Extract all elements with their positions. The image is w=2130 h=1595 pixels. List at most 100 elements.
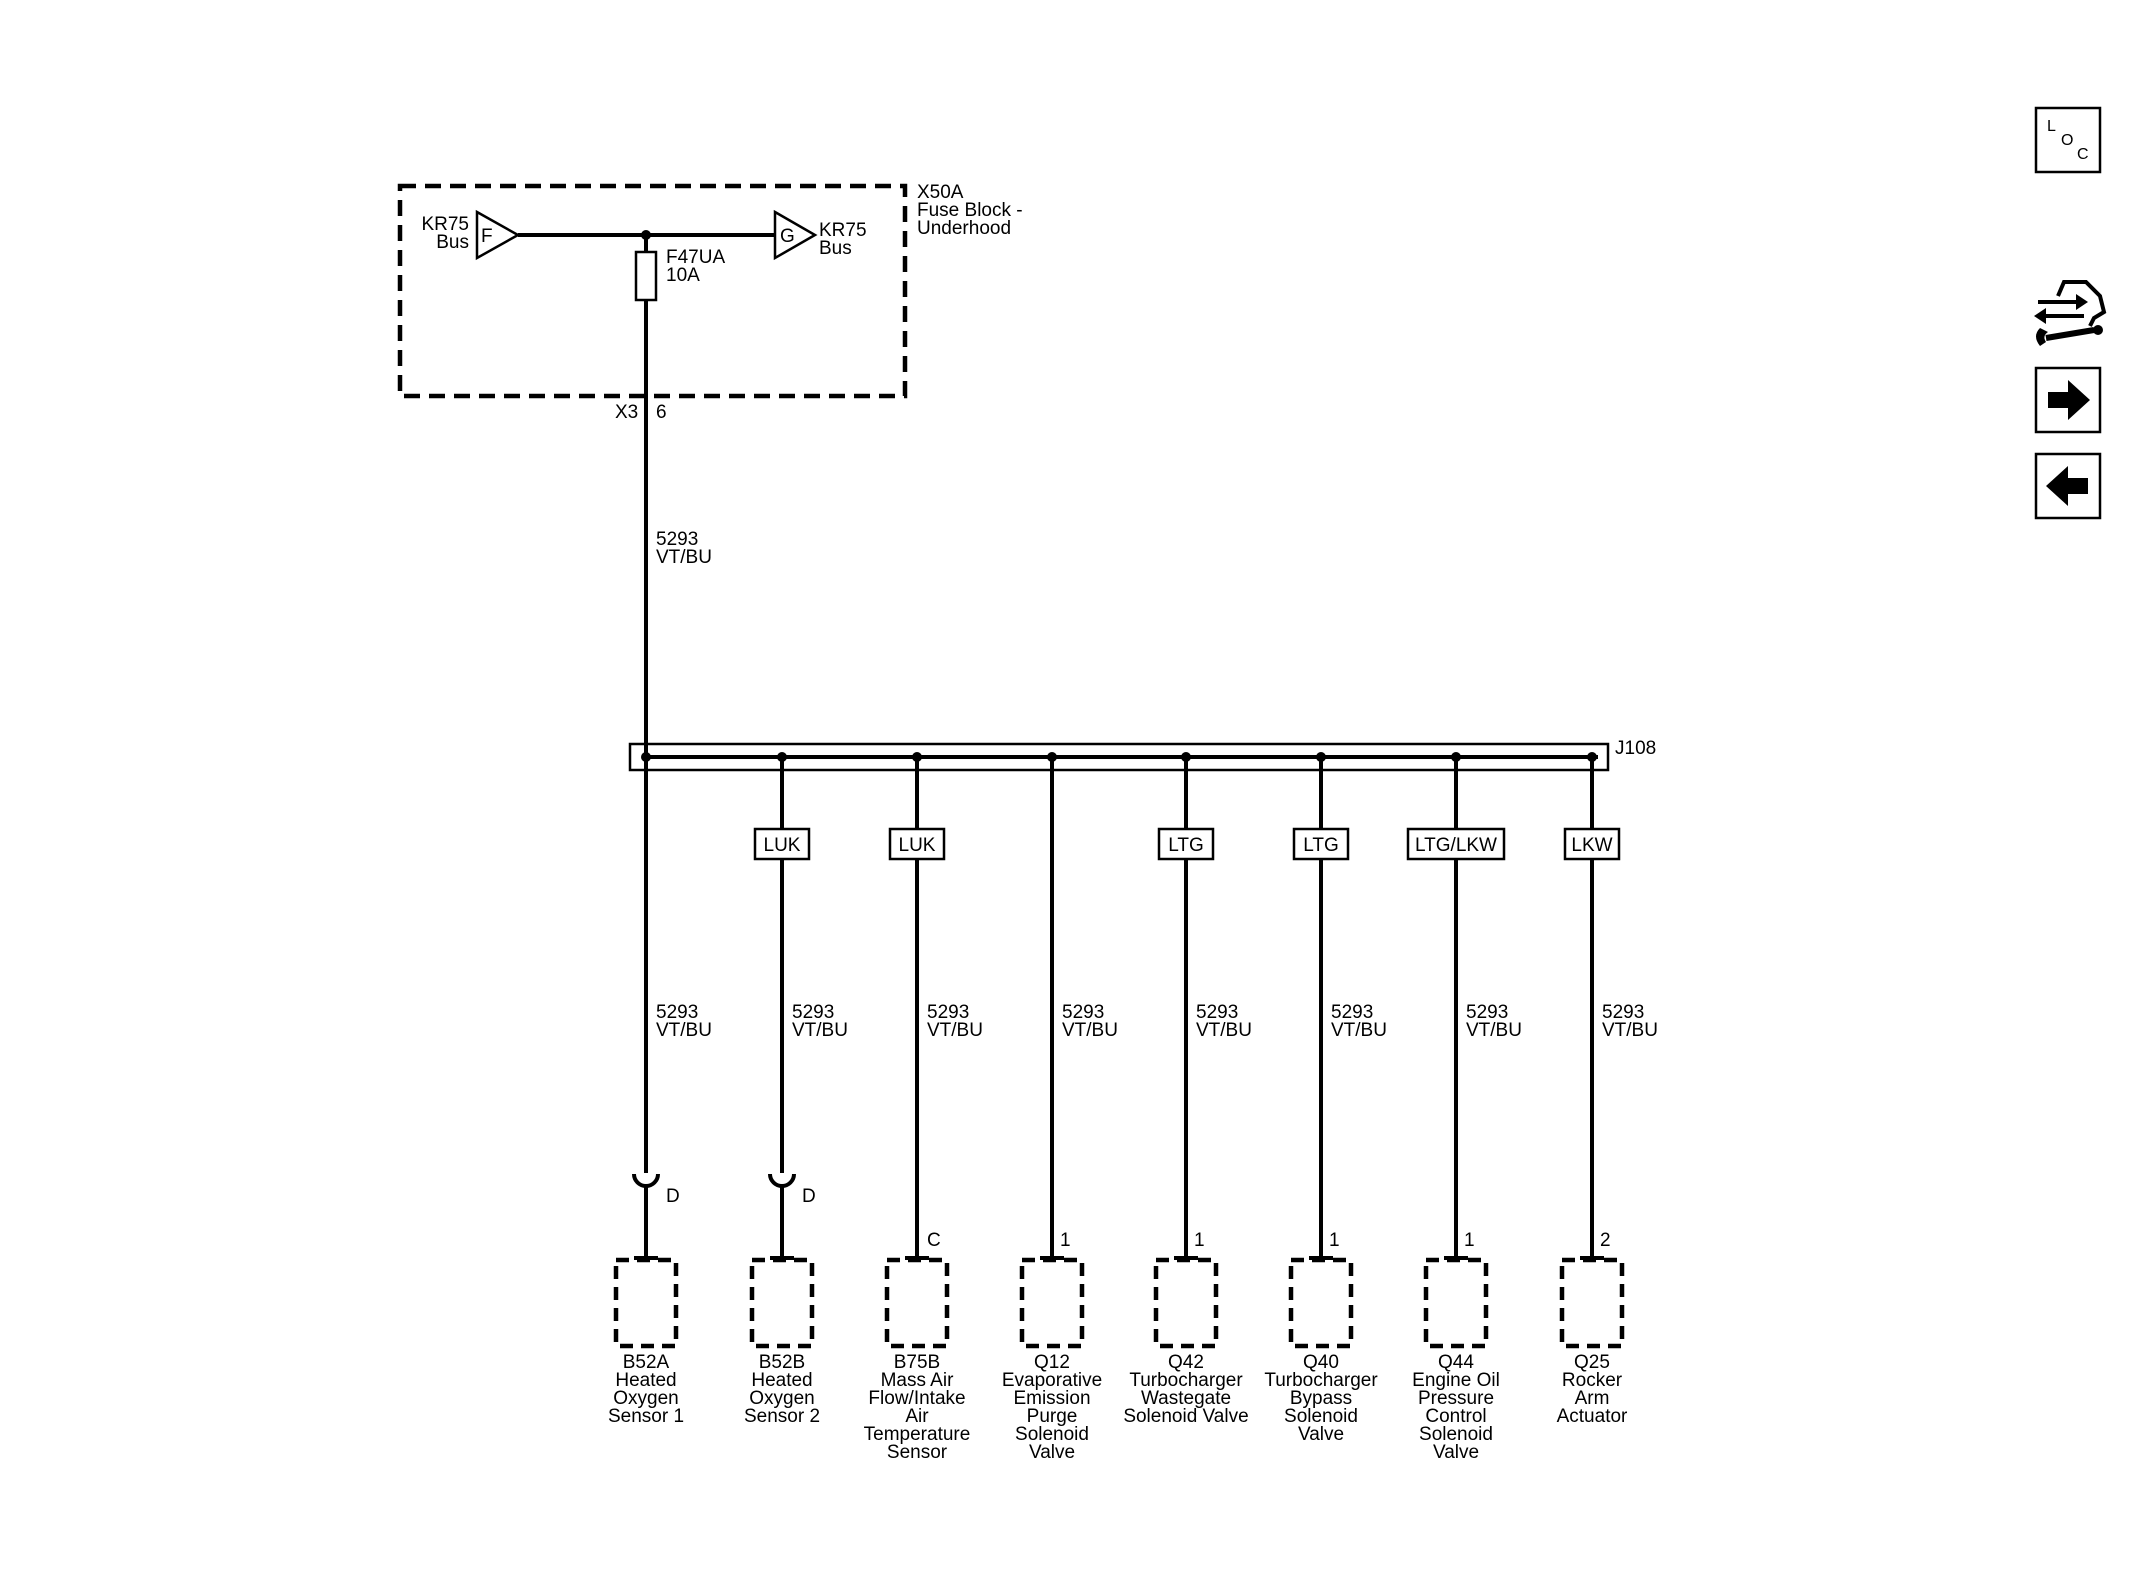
option-tag-box bbox=[1292, 827, 1350, 861]
branch-wire-color: VT/BU bbox=[927, 1020, 983, 1041]
component-id: Q44 bbox=[1438, 1352, 1474, 1373]
option-tag-box bbox=[1563, 827, 1621, 861]
branch-wire-circuit: 5293 bbox=[1466, 1002, 1508, 1023]
component-locator-icon bbox=[2034, 106, 2102, 174]
option-tag: LUK bbox=[899, 835, 936, 856]
loc-letter-o: O bbox=[2061, 132, 2073, 149]
next-page-button[interactable] bbox=[2034, 366, 2102, 434]
fuse-block-name-1: Fuse Block - bbox=[917, 200, 1023, 221]
component-id: Q40 bbox=[1303, 1352, 1339, 1373]
component-name-line: Air bbox=[905, 1406, 929, 1427]
component-id: B52B bbox=[759, 1352, 805, 1373]
component-id: Q42 bbox=[1168, 1352, 1204, 1373]
connector-pin-label: 2 bbox=[1600, 1230, 1611, 1251]
component-outline bbox=[1153, 1257, 1219, 1349]
bus-in-name: KR75 bbox=[421, 214, 469, 235]
component-id: Q12 bbox=[1034, 1352, 1070, 1373]
component-name-line: Turbocharger bbox=[1264, 1370, 1378, 1391]
component-name-line: Oxygen bbox=[613, 1388, 678, 1409]
option-tag: LTG bbox=[1168, 835, 1204, 856]
branch-wire-color: VT/BU bbox=[1062, 1020, 1118, 1041]
option-tag: LKW bbox=[1571, 835, 1612, 856]
main-wire-circuit: 5293 bbox=[656, 529, 698, 550]
option-tag-box bbox=[1157, 827, 1215, 861]
branch-wire-circuit: 5293 bbox=[927, 1002, 969, 1023]
component-outline bbox=[1423, 1257, 1489, 1349]
component-name-line: Temperature bbox=[864, 1424, 971, 1445]
component-name-line: Heated bbox=[615, 1370, 676, 1391]
component-name-line: Bypass bbox=[1290, 1388, 1352, 1409]
component-name-line: Sensor bbox=[887, 1442, 948, 1463]
connector-pin-label: C bbox=[927, 1230, 941, 1251]
bus-out-arrow-icon bbox=[773, 209, 818, 261]
option-tag: LUK bbox=[764, 835, 801, 856]
fuse-block: X50A Fuse Block - Underhood F KR75 Bus G… bbox=[397, 182, 1023, 423]
loc-letter-l: L bbox=[2047, 118, 2056, 135]
branch-4: 5293VT/BU1Q12EvaporativeEmissionPurgeSol… bbox=[1002, 752, 1118, 1463]
branch-wire-color: VT/BU bbox=[792, 1020, 848, 1041]
component-name-line: Oxygen bbox=[749, 1388, 814, 1409]
component-name-line: Solenoid Valve bbox=[1123, 1406, 1248, 1427]
bus-in-sub: Bus bbox=[436, 232, 469, 253]
bus-out-name: KR75 bbox=[819, 220, 867, 241]
component-outline bbox=[749, 1257, 815, 1349]
component-id: B75B bbox=[894, 1352, 940, 1373]
splice-pack-outline bbox=[628, 742, 1610, 772]
component-name-line: Solenoid bbox=[1015, 1424, 1089, 1445]
branch-wire-circuit: 5293 bbox=[656, 1002, 698, 1023]
component-name-line: Control bbox=[1425, 1406, 1486, 1427]
branch-wire-color: VT/BU bbox=[1602, 1020, 1658, 1041]
branch-wire-circuit: 5293 bbox=[1062, 1002, 1104, 1023]
fuse-rating: 10A bbox=[666, 265, 700, 286]
bus-in-letter: F bbox=[481, 226, 493, 247]
inline-connector-icon bbox=[768, 1173, 796, 1188]
branch-wire-circuit: 5293 bbox=[1602, 1002, 1644, 1023]
component-name-line: Solenoid bbox=[1284, 1406, 1358, 1427]
component-name-line: Rocker bbox=[1562, 1370, 1623, 1391]
inline-connector-icon bbox=[632, 1173, 660, 1188]
component-locator-button[interactable]: L O C bbox=[2034, 106, 2102, 174]
component-name-line: Pressure bbox=[1418, 1388, 1494, 1409]
connector-id: X3 bbox=[615, 402, 638, 423]
bus-in-arrow-icon bbox=[475, 209, 521, 261]
fuse-id: F47UA bbox=[666, 247, 725, 268]
diagnostic-tools-button[interactable] bbox=[2034, 280, 2107, 346]
component-name-line: Sensor 2 bbox=[744, 1406, 820, 1427]
option-tag: LTG bbox=[1303, 835, 1339, 856]
diagnostic-tools-icon bbox=[2034, 280, 2107, 346]
component-name-line: Purge bbox=[1027, 1406, 1078, 1427]
component-name-line: Turbocharger bbox=[1129, 1370, 1243, 1391]
connector-pin: 6 bbox=[656, 402, 667, 423]
connector-pin-label: 1 bbox=[1329, 1230, 1340, 1251]
fuse-block-id: X50A bbox=[917, 182, 964, 203]
component-outline bbox=[1559, 1257, 1625, 1349]
component-name-line: Engine Oil bbox=[1412, 1370, 1500, 1391]
branch-wire-circuit: 5293 bbox=[1196, 1002, 1238, 1023]
connector-pin-label: D bbox=[666, 1186, 680, 1207]
component-outline bbox=[1019, 1257, 1085, 1349]
branch-wire-color: VT/BU bbox=[1466, 1020, 1522, 1041]
splice-id: J108 bbox=[1615, 738, 1656, 759]
option-tag: LTG/LKW bbox=[1415, 835, 1497, 856]
previous-page-button[interactable] bbox=[2034, 452, 2102, 520]
fuse-block-outline bbox=[397, 183, 908, 399]
component-outline bbox=[1288, 1257, 1354, 1349]
next-page-arrow-icon bbox=[2048, 380, 2090, 420]
bus-out-sub: Bus bbox=[819, 238, 852, 259]
component-name-line: Valve bbox=[1298, 1424, 1344, 1445]
fuse-block-name-2: Underhood bbox=[917, 218, 1011, 239]
connector-pin-label: 1 bbox=[1060, 1230, 1071, 1251]
component-id: B52A bbox=[623, 1352, 670, 1373]
loc-letter-c: C bbox=[2077, 146, 2089, 163]
option-tag-box bbox=[753, 827, 811, 861]
main-wire-color: VT/BU bbox=[656, 547, 712, 568]
branch-5: LTG5293VT/BU1Q42TurbochargerWastegateSol… bbox=[1123, 752, 1252, 1427]
component-name-line: Evaporative bbox=[1002, 1370, 1102, 1391]
option-tag-box bbox=[1406, 827, 1506, 861]
branch-wire-color: VT/BU bbox=[1196, 1020, 1252, 1041]
component-name-line: Solenoid bbox=[1419, 1424, 1493, 1445]
branch-wire-color: VT/BU bbox=[656, 1020, 712, 1041]
